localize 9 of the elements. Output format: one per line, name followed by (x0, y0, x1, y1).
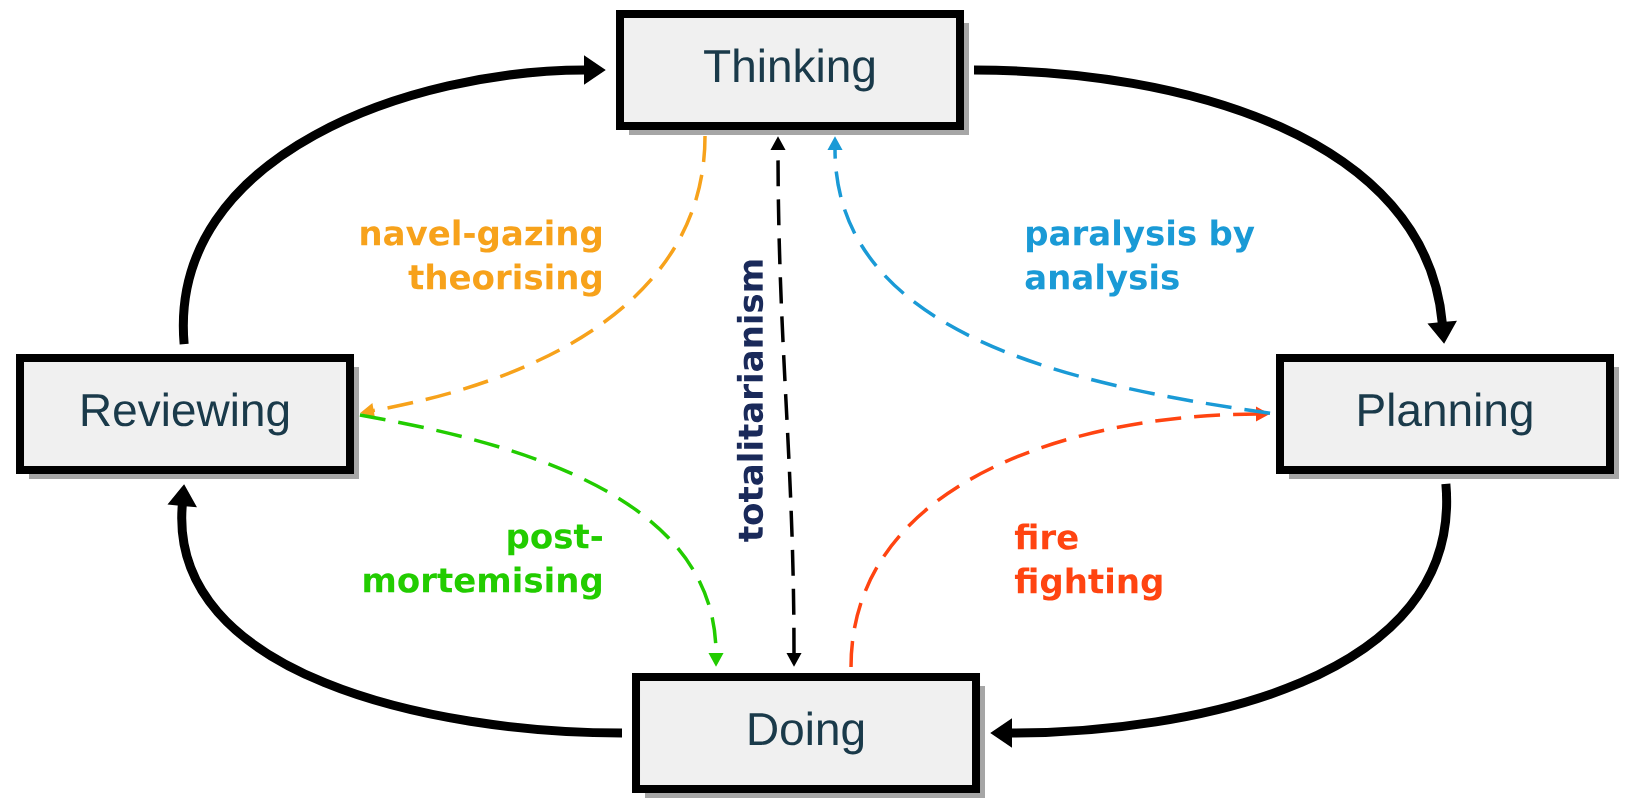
process-box: Reviewing (16, 354, 359, 479)
process-box: Planning (1276, 354, 1619, 479)
edge-label: navel-gazing theorising (361, 219, 601, 297)
process-box: Doing (632, 673, 985, 798)
edge-label: paralysis by analysis (1025, 219, 1255, 297)
edge-label: totalitarianism (736, 260, 764, 542)
edge-label: post-mortemising (364, 524, 602, 600)
process-box: Thinking (616, 10, 969, 135)
edge-label: fire fighting (1014, 523, 1162, 601)
